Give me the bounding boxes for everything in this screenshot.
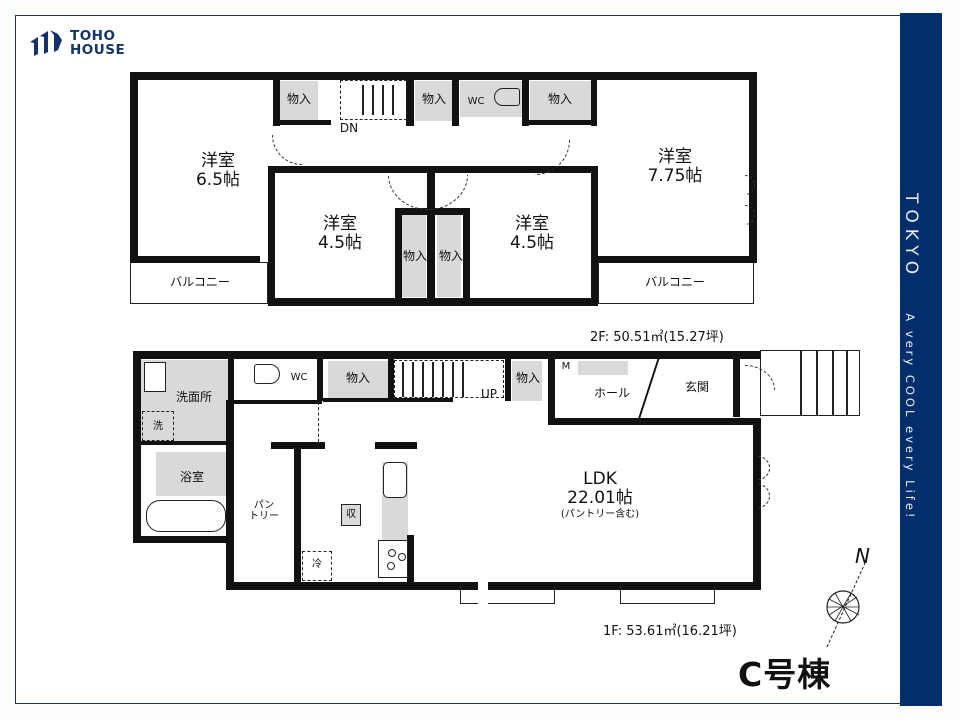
storage-2f-4 (402, 215, 426, 297)
storage-1f-1-label: 物入 (345, 371, 370, 385)
tagline: A very COOL every Life! (903, 313, 917, 521)
storage-2f-5 (437, 215, 461, 297)
pantry-label: パントリー (249, 500, 279, 522)
washer-label: 洗 (153, 421, 163, 432)
wc-1f-label: WC (290, 372, 308, 383)
balcony-left-label: バルコニー (170, 275, 230, 289)
room-ldk: LDK 22.01帖 (パントリー含む) (560, 469, 640, 521)
entrance-label: 玄関 (684, 380, 709, 394)
sink-icon (383, 462, 407, 498)
washer-space (142, 411, 174, 441)
toilet-2f-icon (494, 88, 520, 106)
brand-logo: TOHO HOUSE (28, 28, 125, 58)
compass: N (815, 545, 875, 655)
floor1-area: 1F: 53.61㎡(16.21坪) (603, 624, 737, 639)
storage-box (341, 504, 361, 526)
floor2-area: 2F: 50.51㎡(15.27坪) (590, 330, 724, 345)
storage-2f-3-label: 物入 (547, 92, 572, 106)
fridge-label: 冷 (312, 559, 322, 570)
meter-box (578, 361, 628, 375)
building-label: C号棟 (738, 655, 832, 694)
stairs-down-label: DN (339, 121, 359, 135)
toilet-1f-icon (254, 364, 280, 384)
storage-2f-3 (530, 81, 592, 121)
storage-2f-2-label: 物入 (421, 92, 446, 106)
balcony-right (598, 262, 754, 304)
storage-2f-1 (280, 81, 318, 121)
north-compass-icon (826, 562, 866, 648)
fridge-space (302, 551, 332, 581)
meter-label: M (561, 361, 571, 372)
storage-1f-2-label: 物入 (515, 371, 540, 385)
brand-name: TOHO HOUSE (70, 28, 126, 58)
balcony-right-label: バルコニー (645, 275, 705, 289)
stairs-1f (394, 360, 504, 398)
sidebar-band: TOKYO A very COOL every Life! (900, 13, 942, 706)
storage-1f-2 (512, 361, 542, 401)
city-label: TOKYO (901, 193, 921, 281)
north-label: N (855, 544, 870, 568)
storage-2f-2 (415, 81, 453, 121)
storage-2f-5-label: 物入 (438, 249, 463, 263)
toho-house-logo-icon (30, 30, 62, 56)
storage-box-label: 収 (346, 509, 356, 520)
stairs-up-label: UP (480, 387, 498, 401)
sidebar-text: TOKYO A very COOL every Life! (901, 193, 921, 521)
stairs-2f (340, 80, 407, 120)
wc-2f-label: WC (467, 96, 485, 107)
bathtub-icon (146, 500, 226, 532)
storage-1f-1 (328, 361, 388, 401)
storage-2f-1-label: 物入 (286, 92, 311, 106)
bathroom (156, 452, 228, 496)
balcony-left (130, 262, 268, 304)
washbasin-icon (144, 362, 166, 392)
hall-label: ホール (593, 386, 630, 400)
storage-2f-4-label: 物入 (402, 249, 427, 263)
entrance-steps (760, 350, 860, 416)
washroom-label: 洗面所 (175, 390, 212, 404)
bathroom-label: 浴室 (179, 470, 204, 484)
